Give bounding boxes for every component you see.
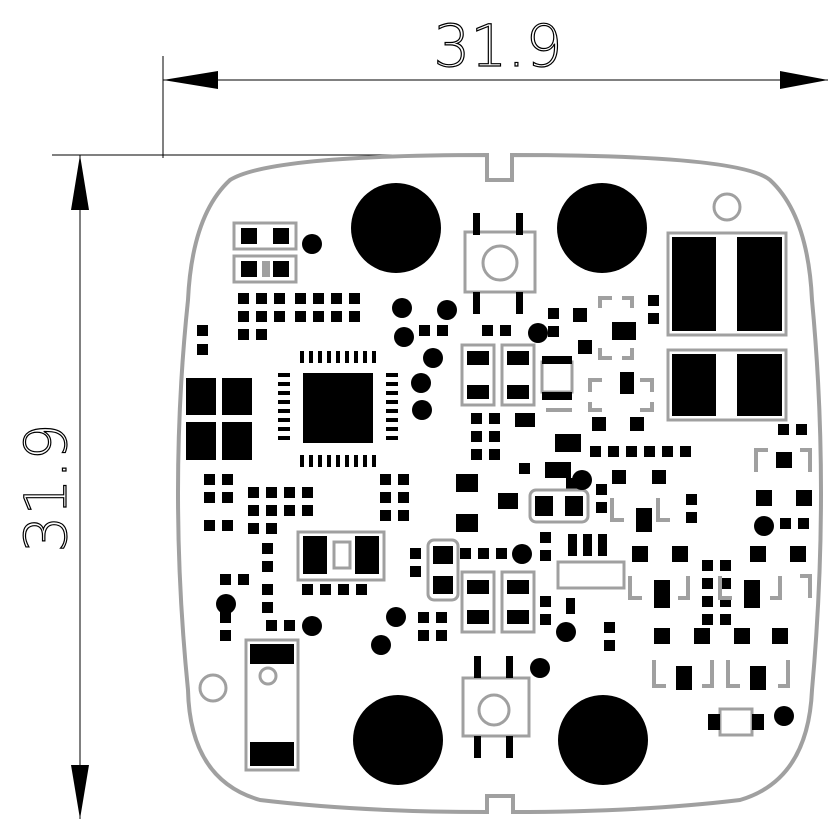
mounting-holes [351,183,648,785]
height-dimension: 31.9 [11,154,475,819]
inductor-footprint [666,231,788,422]
fiducial-ring [712,192,742,222]
mounting-hole [557,183,647,273]
mounting-hole [351,183,441,273]
mounting-hole [353,695,443,785]
height-dimension-label: 31.9 [12,423,80,552]
battery-connector [244,638,300,772]
passive-components [197,221,812,690]
switch-bottom [461,656,531,758]
vias [216,234,794,726]
crystal-footprint [296,530,386,595]
fiducial-ring [198,673,228,703]
width-dimension-label: 31.9 [433,12,562,80]
connector-pad-cross [186,378,252,460]
width-dimension: 31.9 [162,11,828,158]
switch-top [463,213,537,314]
led-packages [426,343,764,737]
board-outline [176,152,823,815]
mcu-qfn [278,351,398,467]
mounting-hole [558,695,648,785]
silkscreen-brackets [546,296,812,688]
